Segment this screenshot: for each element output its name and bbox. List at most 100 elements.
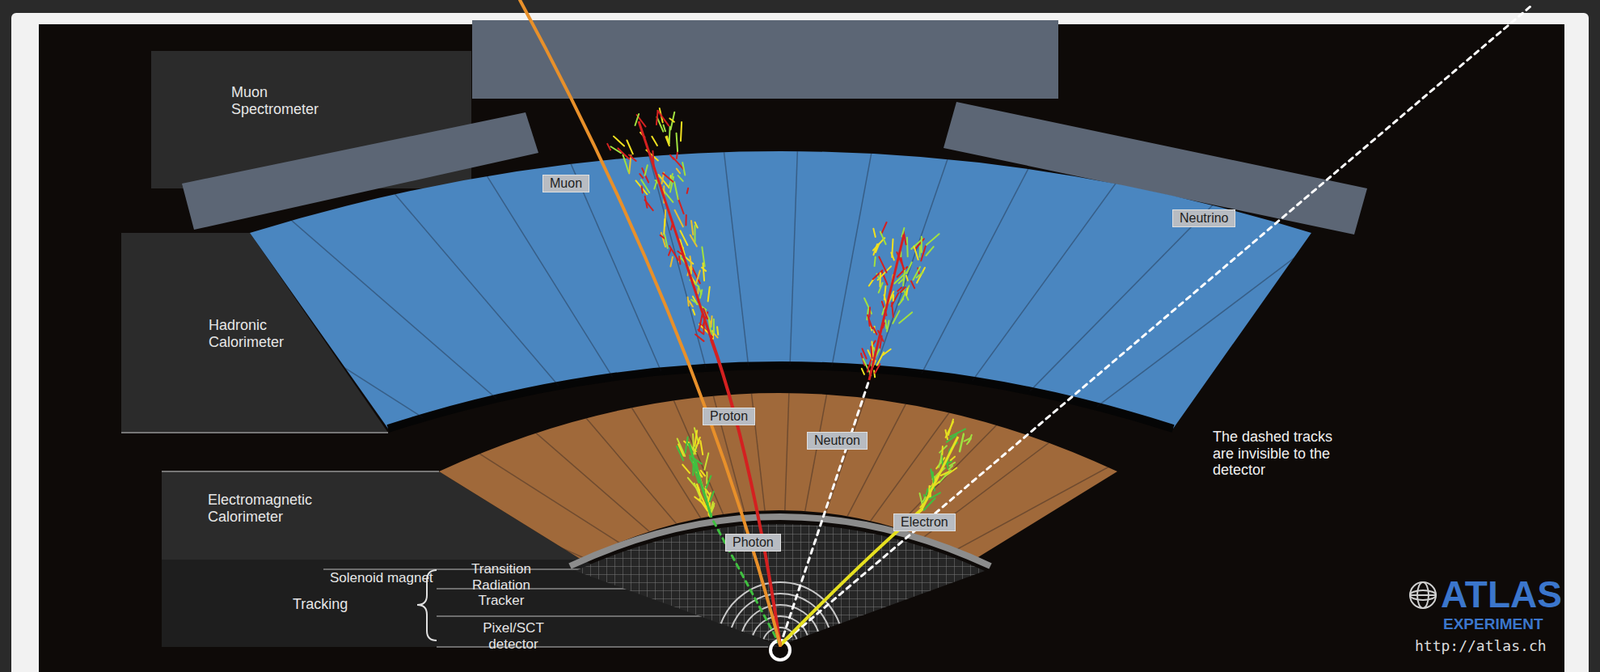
shower-stroke <box>669 245 679 261</box>
shower-stroke <box>690 235 697 247</box>
shower-stroke <box>645 164 648 176</box>
shower-stroke <box>928 492 941 499</box>
shower-stroke <box>941 453 942 463</box>
shower-stroke <box>963 438 971 442</box>
particle-tag: Photon <box>725 533 782 552</box>
shower-stroke <box>868 318 870 326</box>
shower-stroke <box>919 245 921 257</box>
shower-stroke <box>707 493 710 503</box>
particle-tracks <box>519 0 1531 646</box>
shower-stroke <box>677 438 686 456</box>
shower-stroke <box>700 470 706 477</box>
shower-stroke <box>692 434 694 450</box>
shower-stroke <box>899 312 912 323</box>
shower-stroke <box>906 261 912 274</box>
shower-stroke <box>639 173 643 178</box>
shower-stroke <box>644 199 653 211</box>
shower-stroke <box>901 285 910 301</box>
shower-stroke <box>680 122 682 141</box>
shower-stroke <box>945 430 947 440</box>
shower-stroke <box>657 110 669 127</box>
shower-stroke <box>959 434 964 452</box>
particle-tag: Neutron <box>806 431 868 450</box>
shower-stroke <box>692 309 695 316</box>
shower-core <box>869 234 904 380</box>
shower-stroke <box>903 268 905 286</box>
shower-stroke <box>668 249 672 256</box>
shower-stroke <box>713 319 715 334</box>
shower-stroke <box>617 147 630 159</box>
shower-stroke <box>675 151 679 159</box>
shower-stroke <box>689 256 692 270</box>
shower-stroke <box>694 225 697 242</box>
shower-stroke <box>670 155 674 160</box>
shower-stroke <box>696 484 700 490</box>
shower-stroke <box>861 348 866 359</box>
particle-name: Proton <box>709 409 748 423</box>
particle-showers <box>607 108 972 518</box>
particle-tag: Muon <box>542 174 590 193</box>
shower-stroke <box>906 237 909 258</box>
shower-stroke <box>700 440 703 455</box>
shower-stroke <box>701 267 706 271</box>
particle-name: Neutrino <box>1179 211 1229 225</box>
shower-stroke <box>684 215 687 226</box>
shower-stroke <box>949 462 956 466</box>
shower-stroke <box>959 433 964 452</box>
shower-stroke <box>662 173 674 182</box>
shower-stroke <box>663 219 665 235</box>
shower-stroke <box>911 281 915 289</box>
shower-stroke <box>906 275 908 281</box>
shower-stroke <box>694 430 697 446</box>
layer-name: Transition Radiation Tracker <box>452 561 550 609</box>
shower-stroke <box>676 168 680 174</box>
logo-text: EXPERIMENT <box>1443 616 1557 632</box>
shower-stroke <box>696 270 701 283</box>
shower-stroke <box>941 471 950 476</box>
shower-stroke <box>874 257 876 266</box>
shower-stroke <box>881 222 887 234</box>
shower-stroke <box>873 327 877 335</box>
shower-stroke <box>705 475 711 488</box>
shower-stroke <box>667 135 669 144</box>
layer-divider <box>121 431 389 434</box>
shower-stroke <box>641 185 643 193</box>
shower-stroke <box>695 333 704 341</box>
shower-stroke <box>878 273 881 288</box>
shower-stroke <box>925 246 933 256</box>
shower-stroke <box>861 368 865 375</box>
shower-core <box>921 436 959 510</box>
frame <box>11 12 1589 672</box>
shower-stroke <box>717 326 718 335</box>
layer-name: Solenoid magnet <box>329 569 444 587</box>
shower-stroke <box>886 320 889 331</box>
shower-stroke <box>685 436 689 452</box>
shower-stroke <box>678 175 684 182</box>
shower-stroke <box>878 282 883 293</box>
note: The dashed tracks are invisible to the d… <box>1212 428 1351 479</box>
shower-stroke <box>705 472 708 484</box>
shower-stroke <box>700 290 702 299</box>
shower-stroke <box>913 246 918 260</box>
shower-stroke <box>702 262 705 281</box>
shower-stroke <box>656 110 659 125</box>
shower-stroke <box>664 234 668 249</box>
shower-stroke <box>626 139 633 154</box>
hadronic-calorimeter <box>249 151 1312 429</box>
particle-name: Photon <box>732 535 774 549</box>
shower-stroke <box>641 179 650 193</box>
shower-stroke <box>891 239 893 258</box>
shower-stroke <box>897 287 902 292</box>
shower-stroke <box>704 452 709 469</box>
shower-stroke <box>663 124 666 131</box>
shower-stroke <box>873 237 885 250</box>
particle-tag: Electron <box>893 513 956 532</box>
shower-core <box>688 443 712 518</box>
logo-text: ATLAS <box>1440 575 1554 613</box>
shower-stroke <box>914 238 925 250</box>
shower-stroke <box>950 456 955 461</box>
shower-stroke <box>651 136 658 146</box>
layer-name: Electromagnetic Calorimeter <box>207 491 338 525</box>
